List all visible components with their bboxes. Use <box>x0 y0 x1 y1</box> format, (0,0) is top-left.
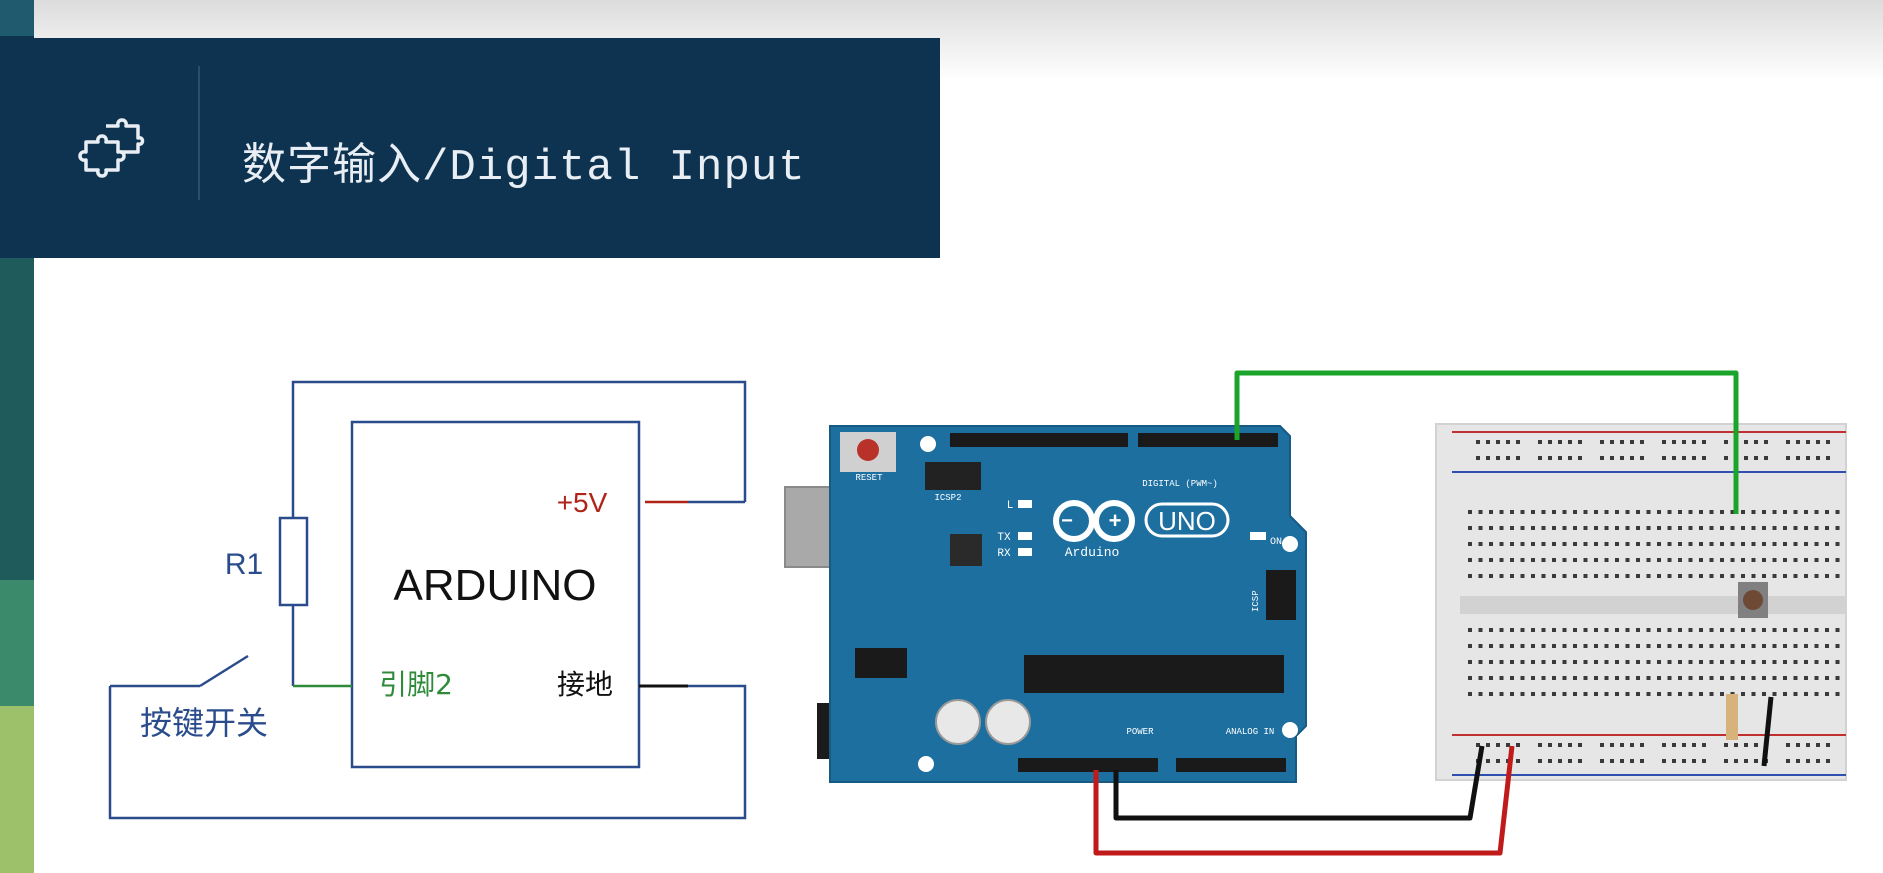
rx-label: RX <box>997 548 1011 560</box>
breadboard-resistor <box>1726 694 1738 740</box>
schematic-drawing: ARDUINO +5V 引脚2 接地 R1 按键开关 <box>108 380 747 820</box>
icsp2-header <box>925 462 981 490</box>
capacitor-1 <box>935 699 981 745</box>
red-wire <box>1093 745 1515 856</box>
resistor-label: R1 <box>225 548 263 581</box>
header-divider <box>198 66 200 200</box>
uno-badge <box>1144 502 1230 538</box>
digital-header-left <box>950 433 1128 447</box>
board-model: UNO <box>1158 506 1216 536</box>
board-brand: Arduino <box>1065 545 1120 560</box>
microcontroller-chip <box>1024 655 1284 693</box>
power-pin-label: +5V <box>557 487 608 518</box>
schematic-wires <box>108 380 747 820</box>
digital-label: DIGITAL (PWM~) <box>1142 479 1218 489</box>
arduino-block <box>350 420 641 769</box>
mount-hole <box>1282 536 1298 552</box>
led-tx <box>1018 532 1032 540</box>
switch-label: 按键开关 <box>140 704 268 742</box>
led-l-label: L <box>1007 500 1014 512</box>
mount-hole <box>918 756 934 772</box>
led-l <box>1018 500 1032 508</box>
puzzle-piece-icon <box>78 118 145 178</box>
reset-button-cap <box>857 439 879 461</box>
icsp2-label: ICSP2 <box>934 493 961 503</box>
mount-hole <box>1282 722 1298 738</box>
reset-label: RESET <box>855 473 883 483</box>
breadboard <box>1435 423 1847 781</box>
arduino-label: ARDUINO <box>394 561 597 610</box>
breadboard-holes <box>1468 440 1840 763</box>
side-strip-4 <box>0 580 34 706</box>
capacitor-2 <box>985 699 1031 745</box>
tx-label: TX <box>997 532 1011 544</box>
ground-pin-label: 接地 <box>557 668 613 701</box>
led-rx <box>1018 548 1032 556</box>
arduino-board: RESET ICSP2 DIGITAL (PWM~) L TX RX − + U… <box>784 425 1307 783</box>
analog-label: ANALOG IN <box>1226 727 1275 737</box>
wires <box>1093 370 1739 856</box>
push-button-cap <box>1743 590 1763 610</box>
icsp-header <box>1266 570 1296 620</box>
led-on <box>1250 532 1266 540</box>
analog-header <box>1176 758 1286 772</box>
arduino-logo <box>1053 500 1135 542</box>
side-strip-5 <box>0 706 34 873</box>
input-pin-label: 引脚2 <box>379 668 453 701</box>
voltage-regulator <box>855 648 907 678</box>
power-header <box>1018 758 1158 772</box>
green-wire <box>1234 370 1739 514</box>
svg-text:−: − <box>1061 510 1073 532</box>
svg-text:+: + <box>1109 508 1122 533</box>
black-wire <box>1113 745 1485 821</box>
on-label: ON <box>1270 537 1282 548</box>
breadboard-ground-jumper <box>1761 696 1774 767</box>
mount-hole <box>920 436 936 452</box>
page-title: 数字输入/Digital Input <box>242 143 806 193</box>
usb-chip <box>950 534 982 566</box>
header-bar <box>0 38 940 258</box>
breadboard-channel <box>1460 596 1846 614</box>
side-strip-1 <box>0 0 34 36</box>
resistor-symbol <box>278 516 309 607</box>
icsp-label: ICSP <box>1251 590 1261 612</box>
side-strip-3 <box>0 258 34 580</box>
digital-header-right <box>1138 433 1278 447</box>
power-label: POWER <box>1126 727 1154 737</box>
